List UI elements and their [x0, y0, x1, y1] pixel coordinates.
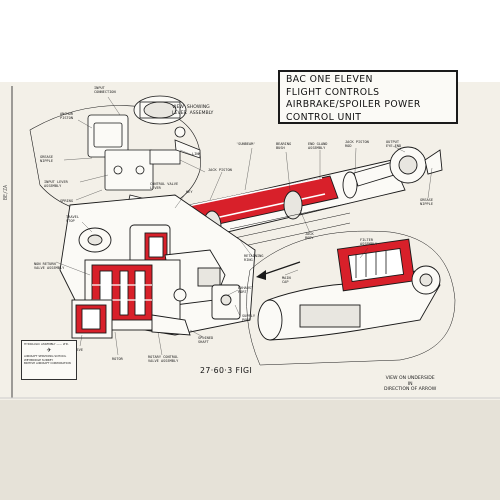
maker-line-2: AIRCRAFT SERVICING SCHOOL — [24, 354, 67, 359]
label-bearing-bush: BEARING BUSH — [276, 142, 292, 150]
label-rotor: ROTOR — [112, 357, 123, 361]
label-rotary-control: ROTARY CONTROL VALVE ASSEMBLY — [148, 355, 179, 363]
label-input-connection: INPUT CONNECTION — [94, 86, 116, 94]
label-sunbeam: 'SUNBEAM' — [236, 142, 256, 146]
title-line-1: BAC ONE ELEVEN — [286, 74, 373, 85]
label-travel-stop: TRAVEL STOP — [66, 215, 79, 223]
label-key: KEY — [186, 190, 193, 194]
title-line-3: AIRBRAKE/SPOILER POWER — [286, 99, 421, 110]
label-jack-body: JACK BODY — [305, 232, 314, 240]
maker-panel: HYDRAULIC ASSEMBLY —— LTD. ✈ AIRCRAFT SE… — [21, 340, 77, 380]
label-input-lever: INPUT LEVER ASSEMBLY — [44, 180, 68, 188]
direction-arrow — [256, 261, 301, 280]
label-exhaust-port: EXHAUST PORT — [238, 286, 254, 294]
side-code: BE/ZA — [3, 184, 9, 200]
maker-line-4: BRITISH AIRCRAFT CORPORATION — [24, 360, 71, 365]
label-grease-nipple-left: GREASE NIPPLE — [40, 155, 53, 163]
sectioned-valve-block — [71, 259, 191, 339]
view-lever-caption: VIEW SHOWING LEVER ASSEMBLY — [172, 105, 214, 116]
label-jack-piston-rod: JACK PISTON ROD — [345, 140, 369, 148]
title-line-4: CONTROL UNIT — [286, 111, 362, 123]
label-retaining-ring: RETAINING RING — [244, 254, 264, 262]
label-non-return-valve: NON RETURN VALVE ASSEMBLY — [34, 262, 65, 270]
label-jack-piston: JACK PISTON — [208, 168, 232, 172]
figure-label: 27·60·3 FIGI — [200, 366, 253, 375]
view-underside-caption: VIEW ON UNDERSIDE IN DIRECTION OF ARROW — [384, 376, 437, 392]
label-main-cap: MAIN CAP — [282, 276, 291, 284]
maker-line-3: WEYBRIDGE SURREY — [24, 357, 54, 362]
label-spline-shaft: SPLINED SHAFT — [198, 336, 214, 344]
label-spring: SPRING — [60, 199, 73, 203]
label-output-eye-end: OUTPUT EYE END — [386, 140, 402, 148]
label-control-valve-lever: CONTROL VALVE LEVER — [150, 182, 179, 190]
title-panel: BAC ONE ELEVEN FLIGHT CONTROLS AIRBRAKE/… — [278, 70, 458, 124]
maker-line-1: HYDRAULIC ASSEMBLY —— LTD. — [24, 342, 69, 346]
callout-leaders — [55, 96, 433, 356]
label-supply-port: SUPPLY PORT — [242, 314, 255, 322]
label-end-gland: END GLAND ASSEMBLY — [308, 142, 328, 150]
label-anchor-piston: ANCHOR PISTON — [60, 112, 73, 120]
maker-logo-icon: ✈ — [46, 347, 52, 355]
label-link: LINK — [192, 152, 201, 156]
title-line-2: FLIGHT CONTROLS — [286, 86, 380, 98]
label-filter-assembly: FILTER ASSEMBLY — [360, 238, 378, 246]
underside-view — [246, 230, 456, 366]
lever-assembly-view — [29, 95, 201, 216]
label-grease-nipple-right: GREASE NIPPLE — [420, 198, 433, 206]
